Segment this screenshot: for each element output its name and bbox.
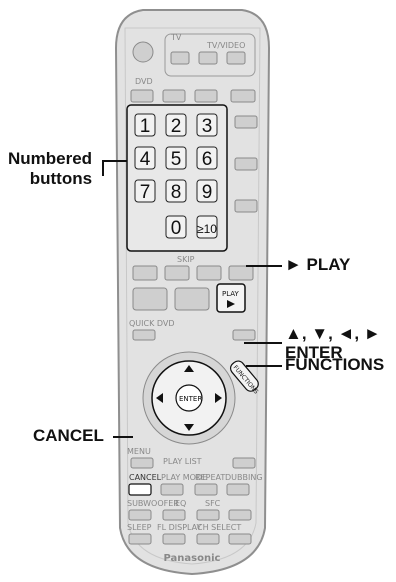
drive-button-4[interactable]	[231, 90, 255, 102]
slow-search-forward-button[interactable]	[229, 266, 253, 280]
dvd-label: DVD	[135, 77, 153, 86]
subwoofer-button[interactable]	[129, 510, 151, 520]
repeat-button[interactable]	[195, 484, 217, 495]
tv-label: TV	[170, 33, 182, 42]
ch-select-label: CH SELECT	[197, 523, 241, 532]
skip-label: SKIP	[177, 255, 195, 264]
side-button-3[interactable]	[235, 200, 257, 212]
play-mode-button[interactable]	[161, 484, 183, 495]
cancel-key-label: CANCEL	[129, 473, 162, 482]
side-button-1[interactable]	[235, 116, 257, 128]
quick-dvd-label: QUICK DVD	[129, 319, 175, 328]
key-8-label: 8	[171, 182, 182, 203]
key-5-label: 5	[171, 149, 182, 170]
pause-button[interactable]	[175, 288, 209, 310]
menu-button[interactable]	[131, 458, 153, 468]
callout-functions: FUNCTIONS	[285, 355, 384, 375]
eq-label: EQ	[175, 499, 186, 508]
audio-extra-button[interactable]	[229, 510, 251, 520]
power-button[interactable]	[133, 42, 153, 62]
ch-select-button[interactable]	[197, 534, 219, 544]
key-10plus-label: ≥10	[197, 222, 217, 236]
leader-line-numbered-buttons-drop	[102, 160, 104, 176]
return-button[interactable]	[233, 330, 255, 340]
leader-line-play	[246, 265, 282, 267]
display-button[interactable]	[233, 458, 255, 468]
drive-button-3[interactable]	[195, 90, 217, 102]
slow-search-back-button[interactable]	[197, 266, 221, 280]
sfc-button[interactable]	[197, 510, 219, 520]
drive-button-1[interactable]	[131, 90, 153, 102]
key-6-label: 6	[202, 149, 213, 170]
fl-display-button[interactable]	[163, 534, 185, 544]
key-2-label: 2	[171, 116, 182, 137]
eq-button[interactable]	[163, 510, 185, 520]
callout-arrows: ▲, ▼, ◄, ►	[285, 324, 381, 344]
play-button-label: PLAY	[222, 290, 240, 298]
sleep-extra-button[interactable]	[229, 534, 251, 544]
sleep-label: SLEEP	[127, 523, 152, 532]
key-0-label: 0	[171, 218, 182, 239]
menu-label: MENU	[127, 447, 151, 456]
key-4-label: 4	[140, 149, 151, 170]
key-7-label: 7	[140, 182, 151, 203]
skip-back-button[interactable]	[133, 266, 157, 280]
side-button-2[interactable]	[235, 158, 257, 170]
leader-line-arrows	[244, 342, 282, 344]
key-9-label: 9	[202, 182, 213, 203]
key-3-label: 3	[202, 116, 213, 137]
callout-cancel: CANCEL	[33, 426, 104, 446]
callout-numbered-buttons: Numbered buttons	[8, 149, 92, 189]
leader-line-functions	[246, 365, 282, 367]
callout-play: ► PLAY	[285, 255, 350, 275]
dubbing-label: DUBBING	[225, 473, 263, 482]
tv-button-2[interactable]	[199, 52, 217, 64]
play-button[interactable]	[217, 284, 245, 312]
leader-line-cancel	[113, 436, 133, 438]
play-list-label: PLAY LIST	[163, 457, 202, 466]
sleep-button[interactable]	[129, 534, 151, 544]
brand-logo: Panasonic	[164, 553, 221, 564]
tv-button-1[interactable]	[171, 52, 189, 64]
key-1-label: 1	[140, 116, 151, 137]
quick-dvd-button[interactable]	[133, 330, 155, 340]
repeat-label: REPEAT	[195, 473, 225, 482]
skip-forward-button[interactable]	[165, 266, 189, 280]
enter-button-label: ENTER	[179, 395, 202, 403]
dubbing-button[interactable]	[227, 484, 249, 495]
fl-display-label: FL DISPLAY	[157, 523, 202, 532]
sfc-label: SFC	[205, 499, 221, 508]
stop-button[interactable]	[133, 288, 167, 310]
drive-button-2[interactable]	[163, 90, 185, 102]
tv-button-3[interactable]	[227, 52, 245, 64]
cancel-button[interactable]	[129, 484, 151, 495]
subwoofer-label: SUBWOOFER	[127, 499, 179, 508]
leader-line-numbered-buttons	[102, 160, 127, 162]
remote-control: TV TV/VIDEO DVD 1 2 3 4 5 6 7 8 9 0 ≥10 …	[113, 8, 272, 576]
tv-video-label: TV/VIDEO	[206, 41, 245, 50]
